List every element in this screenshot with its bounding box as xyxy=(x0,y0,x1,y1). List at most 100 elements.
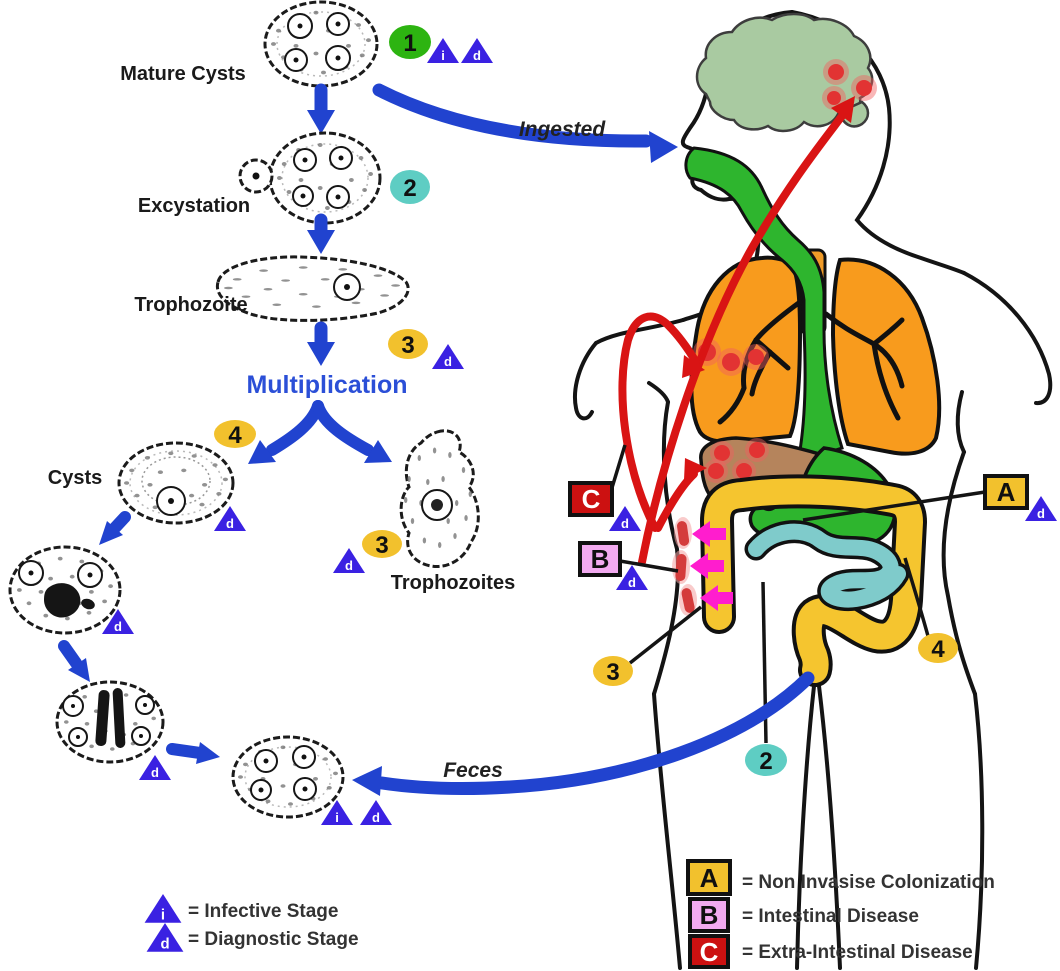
svg-text:d: d xyxy=(628,575,636,590)
svg-text:4: 4 xyxy=(228,422,242,449)
svg-text:d: d xyxy=(151,765,159,780)
cyst-chromatoid-drawing xyxy=(8,545,122,635)
svg-text:d: d xyxy=(372,810,380,825)
arrow-to-lung xyxy=(618,312,700,532)
badge-step-1: 1 xyxy=(389,25,431,59)
svg-text:1: 1 xyxy=(403,30,416,57)
feces-label: Feces xyxy=(443,759,503,782)
triangle-infective: i xyxy=(321,800,353,825)
stage-legend: i = Infective Stage d = Diagnostic Stage xyxy=(144,894,359,952)
badge-step-3: 3 xyxy=(388,329,428,359)
multiplication-split-arrow xyxy=(248,400,392,464)
shed-cyst-drawing xyxy=(231,735,345,819)
colon-lesions xyxy=(672,517,697,616)
badge-step-2-body: 2 xyxy=(745,744,787,776)
cerebellum xyxy=(838,100,870,128)
badge-step-4-body: 4 xyxy=(918,633,958,663)
stage-triangles: i d d d d d i d d d d d xyxy=(102,38,1057,825)
left-arm-outline xyxy=(573,341,598,421)
svg-text:d: d xyxy=(160,935,169,952)
ingested-arrow xyxy=(372,83,653,148)
label-multiplication: Multiplication xyxy=(246,371,407,399)
badge-marker-b: B xyxy=(578,541,622,577)
svg-text:A: A xyxy=(997,477,1016,507)
svg-text:2: 2 xyxy=(403,175,416,202)
esophagus xyxy=(684,146,844,465)
svg-text:i: i xyxy=(441,48,445,63)
trophozoites-drawing xyxy=(399,429,480,568)
legend-diagnostic-label: = Diagnostic Stage xyxy=(188,929,359,950)
svg-text:A: A xyxy=(700,863,719,893)
svg-text:d: d xyxy=(114,619,122,634)
liver-lesions xyxy=(704,438,769,483)
label-excystation: Excystation xyxy=(138,195,250,217)
excystation-drawing xyxy=(238,131,382,225)
badge-step-4: 4 xyxy=(214,420,256,449)
badge-step-2: 2 xyxy=(390,170,430,204)
svg-text:d: d xyxy=(345,558,353,573)
legend-infective-label: = Infective Stage xyxy=(188,901,338,922)
bronchial-tree xyxy=(717,299,905,425)
label-cysts: Cysts xyxy=(48,467,102,489)
marker-boxes: C B A xyxy=(568,474,1029,577)
svg-text:i: i xyxy=(161,906,165,923)
small-intestine xyxy=(744,520,910,612)
triangle-diagnostic: d xyxy=(360,800,392,825)
step-badges: 1 2 3 4 3 3 4 2 xyxy=(214,25,958,776)
svg-text:C: C xyxy=(700,937,719,967)
lifecycle-stages: Mature Cysts Excystation Trophozoite Mul… xyxy=(8,0,515,819)
left-armpit-line xyxy=(647,381,670,404)
legend-c-label: = Extra-Intestinal Disease xyxy=(742,942,973,963)
svg-text:i: i xyxy=(335,810,339,825)
brain-lesions xyxy=(822,59,877,110)
svg-text:4: 4 xyxy=(931,636,945,663)
triangle-diagnostic: d xyxy=(333,548,365,573)
svg-text:B: B xyxy=(700,900,719,930)
legend-b-label: = Intestinal Disease xyxy=(742,906,919,927)
right-torso-line xyxy=(941,450,977,696)
pointer-3 xyxy=(628,605,703,665)
left-torso-line xyxy=(652,400,681,696)
legend-infective-triangle: i xyxy=(144,894,182,923)
ingested-label: Ingested xyxy=(519,118,607,141)
legend-a-label: = Non Invasise Colonization xyxy=(742,872,995,893)
right-armpit-line xyxy=(955,390,966,454)
svg-text:3: 3 xyxy=(375,532,388,559)
flow-arrows: Ingested Feces xyxy=(352,83,815,796)
svg-text:d: d xyxy=(444,354,452,369)
triangle-diagnostic: d xyxy=(102,609,134,634)
svg-text:3: 3 xyxy=(606,659,619,686)
svg-text:d: d xyxy=(226,516,234,531)
arrow-to-liver xyxy=(654,470,698,532)
trophozoite-drawing xyxy=(215,255,410,322)
pointer-4 xyxy=(903,557,930,637)
triangle-infective: i xyxy=(427,38,459,63)
feces-arrow xyxy=(375,671,815,795)
right-arm-outline xyxy=(962,271,1053,406)
right-leg-inner xyxy=(817,684,842,970)
triangle-diagnostic: d xyxy=(616,565,648,590)
triangle-diagnostic: d xyxy=(214,506,246,531)
triangle-diagnostic: d xyxy=(432,344,464,369)
colon xyxy=(700,474,927,687)
triangle-diagnostic: d xyxy=(1025,496,1057,521)
svg-text:d: d xyxy=(621,516,629,531)
label-trophozoites: Trophozoites xyxy=(391,572,515,594)
triangle-diagnostic: d xyxy=(139,755,171,780)
badge-step-3-trophozoites: 3 xyxy=(362,530,402,559)
mature-cyst-drawing xyxy=(263,0,379,88)
legend-a-row: A = Non Invasise Colonization xyxy=(686,859,995,896)
label-mature-cysts: Mature Cysts xyxy=(120,63,246,85)
left-leg-outer xyxy=(652,692,682,970)
left-leg-inner xyxy=(795,684,816,970)
label-trophozoite: Trophozoite xyxy=(134,294,247,316)
svg-text:C: C xyxy=(582,484,601,514)
human-body xyxy=(573,10,1053,970)
disease-legend: A = Non Invasise Colonization B = Intest… xyxy=(686,859,995,969)
arrow-to-brain xyxy=(638,108,849,566)
triangle-diagnostic: d xyxy=(609,506,641,531)
svg-text:d: d xyxy=(1037,506,1045,521)
legend-diagnostic-triangle: d xyxy=(146,923,184,952)
